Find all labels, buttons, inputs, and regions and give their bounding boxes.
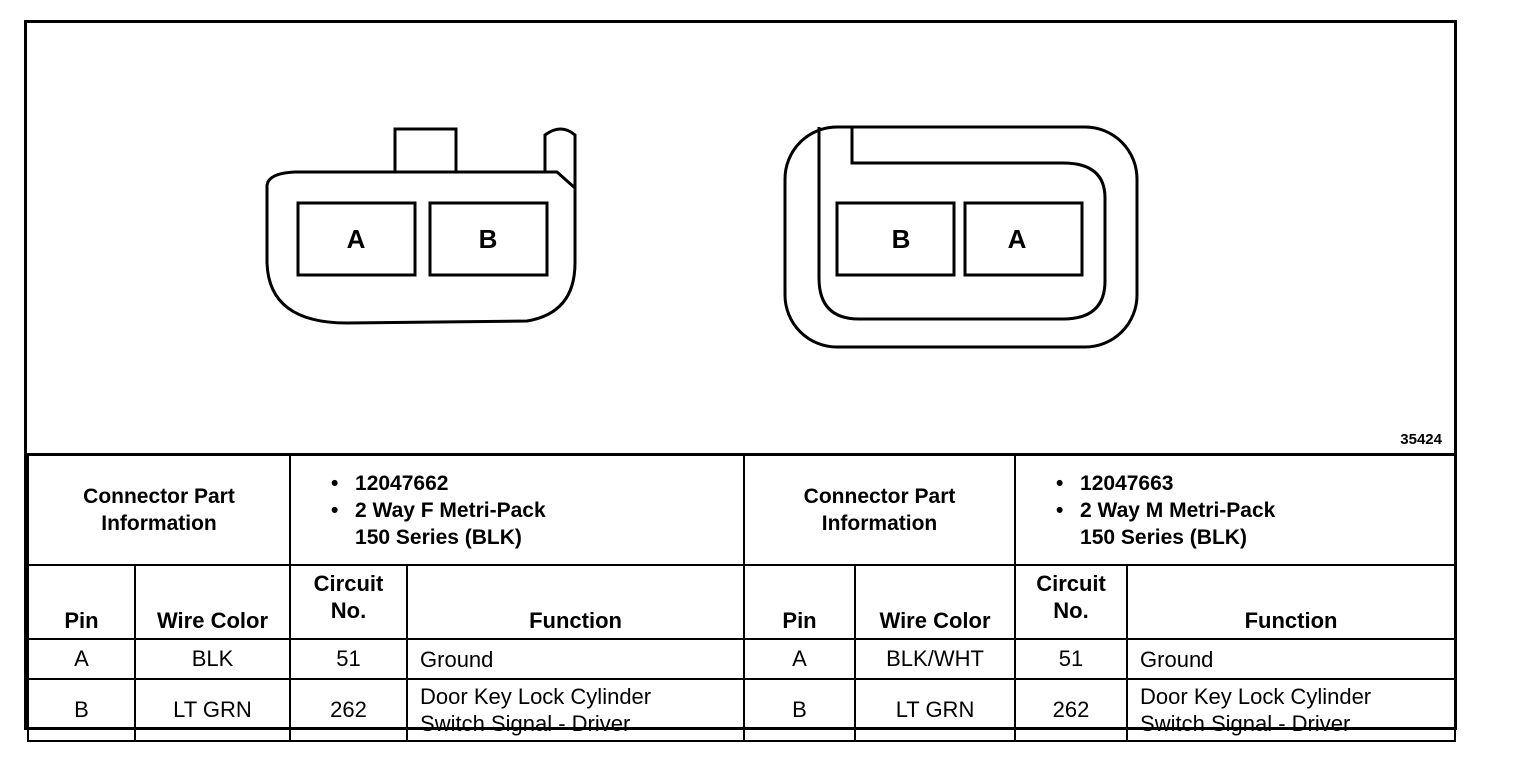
- header-pin-right: Pin: [743, 564, 857, 640]
- right-part-description-line2: 150 Series (BLK): [1080, 525, 1247, 549]
- left-row-a-wire-color: BLK: [133, 638, 292, 680]
- connector-right-cavity-b: [835, 201, 956, 277]
- right-row-b-function: Door Key Lock Cylinder Switch Signal - D…: [1126, 678, 1457, 742]
- right-row-a-circuit: 51: [1014, 638, 1129, 680]
- table-row: A BLK 51 Ground A BLK/WHT 51 Ground: [27, 638, 1457, 680]
- connector-left-clip: [543, 127, 577, 188]
- right-row-b-pin: B: [743, 678, 857, 742]
- right-part-description-line1: 2 Way M Metri-Pack: [1080, 498, 1276, 522]
- connector-right-pin-label-b: B: [892, 224, 911, 254]
- column-header-row: Pin Wire Color Circuit No. Function Pin …: [27, 564, 1457, 640]
- right-row-a-function: Ground: [1126, 638, 1457, 680]
- header-circuit-right: Circuit No.: [1014, 564, 1129, 640]
- connector-right-outer-shell: [783, 125, 1139, 349]
- left-row-b-function: Door Key Lock Cylinder Switch Signal - D…: [406, 678, 746, 742]
- header-wire-color-left: Wire Color: [133, 564, 292, 640]
- connector-left-cavity-b: [428, 201, 549, 277]
- connector-left-pin-label-b: B: [479, 224, 498, 254]
- connector-right-pin-label-a: A: [1008, 224, 1027, 254]
- figure-reference-number: 35424: [1400, 431, 1442, 448]
- right-row-a-pin: A: [743, 638, 857, 680]
- header-circuit-line1: Circuit: [313, 571, 384, 596]
- right-part-number: 12047663: [1056, 470, 1454, 497]
- header-function-left: Function: [406, 564, 746, 640]
- part-info-row: Connector Part Information 12047662 2 Wa…: [26, 453, 1457, 566]
- right-part-description: 2 Way M Metri-Pack 150 Series (BLK): [1056, 497, 1454, 551]
- connector-left-cavity-a: [296, 201, 417, 277]
- left-row-b-function-line2: Switch Signal - Driver: [420, 711, 631, 736]
- right-row-a-wire-color: BLK/WHT: [854, 638, 1017, 680]
- left-row-a-function: Ground: [406, 638, 746, 680]
- connector-right-cavity-a: [963, 201, 1084, 277]
- left-part-number: 12047662: [331, 470, 743, 497]
- left-row-b-function-line1: Door Key Lock Cylinder: [420, 684, 652, 709]
- header-pin-left: Pin: [27, 564, 136, 640]
- right-connector-part-details: 12047663 2 Way M Metri-Pack 150 Series (…: [1014, 453, 1457, 566]
- connector-right: [783, 125, 1139, 349]
- header-function-right: Function: [1126, 564, 1457, 640]
- header-circuit-line1: Circuit: [1036, 571, 1106, 596]
- connector-right-inner-shell: [817, 127, 1107, 321]
- left-row-b-pin: B: [27, 678, 136, 742]
- header-wire-color-right: Wire Color: [854, 564, 1017, 640]
- left-row-a-circuit: 51: [289, 638, 409, 680]
- connector-left-body: [265, 170, 577, 325]
- left-row-b-wire-color: LT GRN: [133, 678, 292, 742]
- right-row-b-wire-color: LT GRN: [854, 678, 1017, 742]
- right-row-b-circuit: 262: [1014, 678, 1129, 742]
- right-row-b-function-line2: Switch Signal - Driver: [1140, 711, 1351, 736]
- connector-left: [265, 127, 577, 325]
- left-part-description: 2 Way F Metri-Pack 150 Series (BLK): [331, 497, 743, 551]
- connector-info-table: Connector Part Information 12047662 2 Wa…: [26, 453, 1457, 742]
- left-connector-part-info-label: Connector Part Information: [26, 453, 292, 566]
- right-row-b-function-line1: Door Key Lock Cylinder: [1140, 684, 1372, 709]
- left-connector-part-details: 12047662 2 Way F Metri-Pack 150 Series (…: [289, 453, 746, 566]
- connector-left-pin-label-a: A: [347, 224, 366, 254]
- right-connector-part-info-label: Connector Part Information: [743, 453, 1017, 566]
- diagram-frame: A B B A 35424 Connector Part Information…: [24, 20, 1457, 742]
- left-row-a-pin: A: [27, 638, 136, 680]
- connector-left-latch-tab: [393, 127, 458, 174]
- left-part-description-line2: 150 Series (BLK): [355, 525, 522, 549]
- connector-diagram: A B B A: [265, 125, 1139, 349]
- header-circuit-line2: No.: [330, 598, 367, 623]
- header-circuit-line2: No.: [1053, 598, 1089, 623]
- table-row: B LT GRN 262 Door Key Lock Cylinder Swit…: [27, 678, 1457, 742]
- left-part-description-line1: 2 Way F Metri-Pack: [355, 498, 546, 522]
- header-circuit-left: Circuit No.: [289, 564, 409, 640]
- left-row-b-circuit: 262: [289, 678, 409, 742]
